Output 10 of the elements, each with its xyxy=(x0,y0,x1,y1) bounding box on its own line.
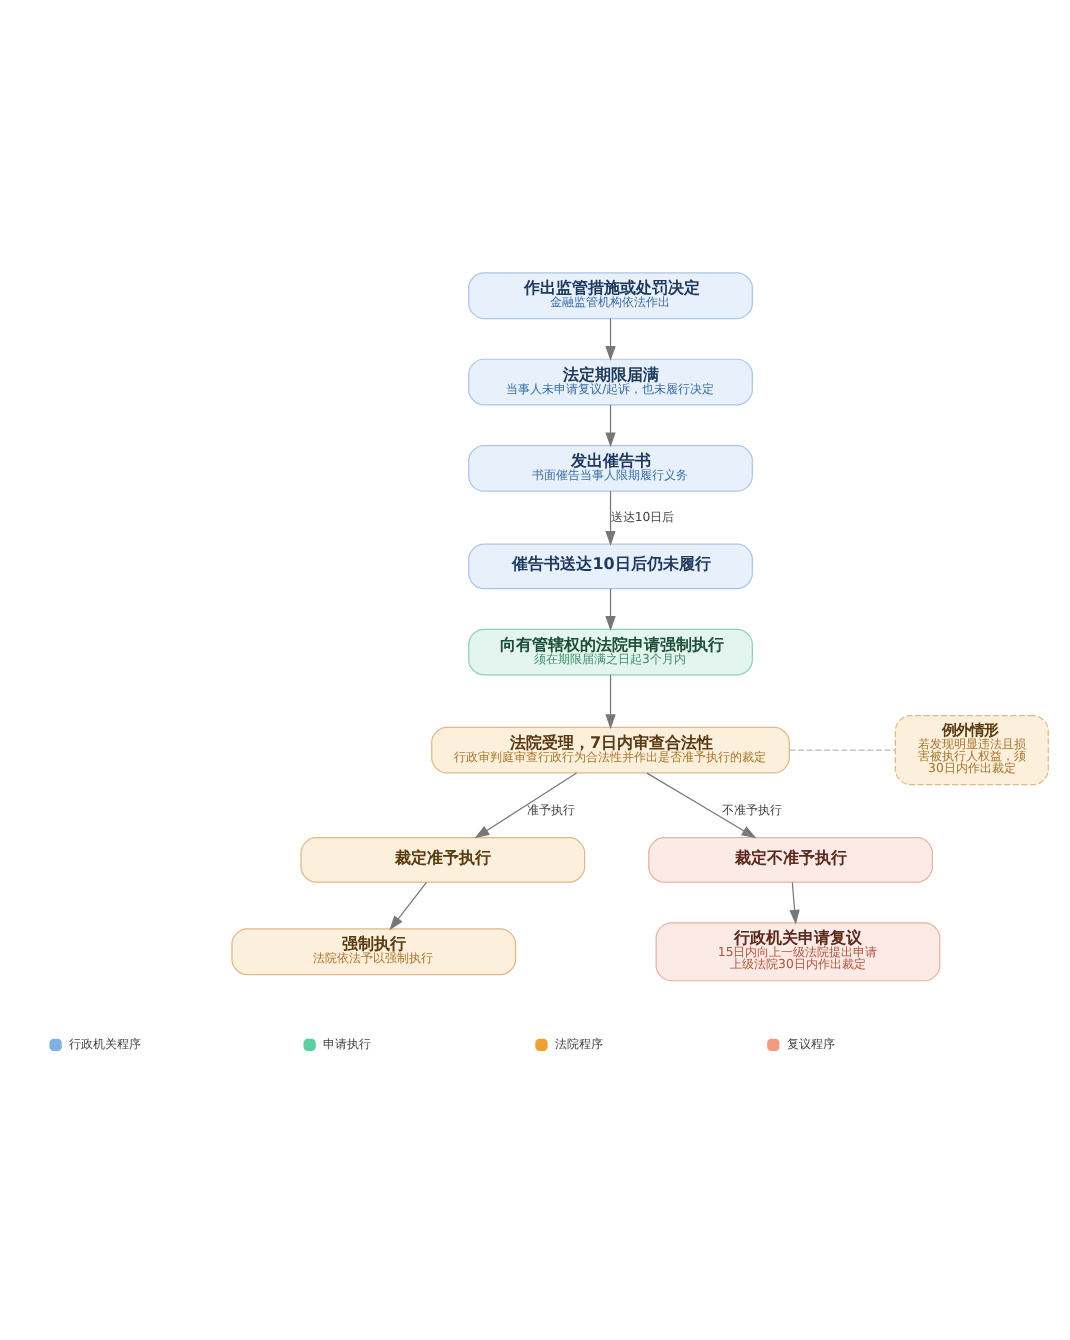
arrow xyxy=(646,772,757,839)
connector xyxy=(788,749,896,751)
arrow xyxy=(605,588,616,631)
arrow xyxy=(605,317,616,361)
arrow xyxy=(605,674,616,730)
arrow xyxy=(389,881,428,931)
arrow xyxy=(605,490,616,546)
arrow xyxy=(789,881,800,925)
arrow xyxy=(474,772,578,839)
arrow xyxy=(605,404,616,448)
